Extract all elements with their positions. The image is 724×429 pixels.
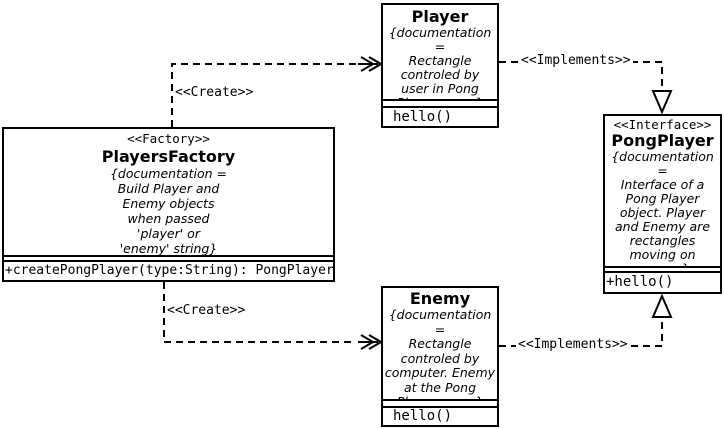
class-box-pongplayer[interactable]: <<Interface>> PongPlayer {documentation … — [603, 114, 722, 294]
class-box-playersfactory[interactable]: <<Factory>> PlayersFactory {documentatio… — [2, 127, 335, 282]
enemy-methods-compartment: hello() — [383, 408, 497, 425]
method-label: hello() — [393, 408, 453, 424]
stereotype-label: <<Factory>> — [127, 131, 210, 146]
stereotype-label: <<Interface>> — [613, 117, 712, 132]
pongplayer-attributes-compartment — [605, 266, 720, 273]
factory-name-compartment: <<Factory>> PlayersFactory {documentatio… — [4, 129, 333, 255]
class-name: Enemy — [409, 289, 471, 308]
pongplayer-name-compartment: <<Interface>> PongPlayer {documentation … — [605, 116, 720, 267]
hollow-triangle-icon — [651, 293, 673, 318]
class-name: PongPlayer — [611, 131, 714, 150]
player-attributes-compartment — [383, 99, 497, 108]
create-top-label: <<Create>> — [175, 85, 254, 100]
class-documentation: {documentation = Rectangle controled by … — [384, 307, 496, 399]
player-methods-compartment: hello() — [383, 108, 497, 126]
player-name-compartment: Player {documentation = Rectangle contro… — [383, 5, 497, 100]
factory-methods-compartment: +createPongPlayer(type:String): PongPlay… — [4, 262, 333, 280]
implements-top-label: <<Implements>> — [519, 53, 633, 68]
method-label: +createPongPlayer(type:String): PongPlay… — [5, 263, 333, 278]
edge-implements-player-to-pongplayer[interactable] — [499, 61, 673, 115]
enemy-name-compartment: Enemy {documentation = Rectangle control… — [383, 288, 497, 400]
implements-bottom-label: <<Implements>> — [516, 337, 630, 352]
hollow-triangle-icon — [651, 90, 673, 115]
class-name: PlayersFactory — [101, 147, 236, 166]
enemy-attributes-compartment — [383, 399, 497, 408]
method-label: +hello() — [606, 274, 674, 290]
open-arrowhead-icon — [358, 334, 383, 350]
method-label: hello() — [393, 109, 453, 125]
factory-attributes-compartment — [4, 255, 333, 262]
open-arrowhead-icon — [358, 56, 383, 72]
create-bottom-label: <<Create>> — [167, 303, 246, 318]
class-documentation: {documentation = Rectangle controled by … — [388, 25, 492, 100]
class-documentation: {documentation = Build Player and Enemy … — [109, 166, 228, 255]
dashed-line — [171, 63, 356, 127]
class-documentation: {documentation = Interface of a Pong Pla… — [611, 149, 714, 267]
class-box-enemy[interactable]: Enemy {documentation = Rectangle control… — [381, 286, 499, 427]
class-box-player[interactable]: Player {documentation = Rectangle contro… — [381, 3, 499, 128]
dashed-line — [163, 282, 356, 343]
pongplayer-methods-compartment: +hello() — [605, 273, 720, 292]
class-name: Player — [411, 7, 469, 26]
